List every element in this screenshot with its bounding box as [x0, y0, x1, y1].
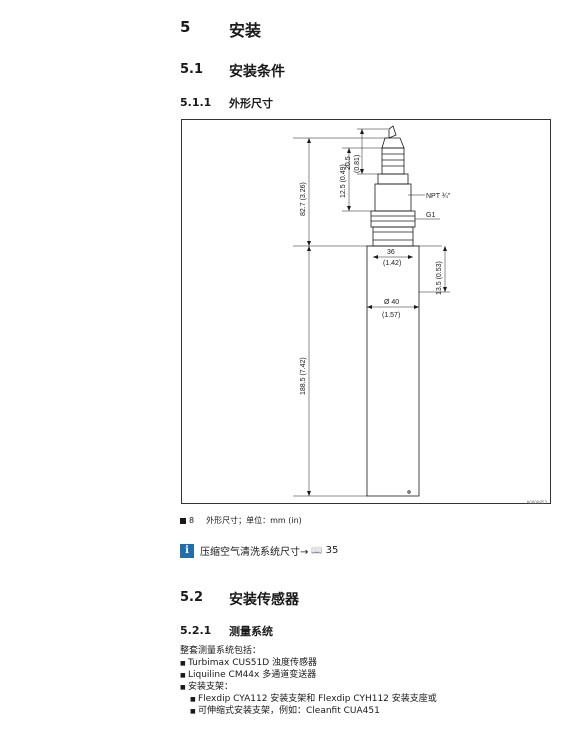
dim-tip-height: 20.5: [345, 156, 352, 170]
sub-list-item-text: 可伸缩式安装支架，例如：Cleanfit CUA451: [198, 706, 380, 716]
dim-body-diameter: Ø 40: [384, 299, 399, 306]
figure-number: 8: [189, 516, 195, 525]
sensor-body: [366, 245, 420, 497]
dim-tip-height-in: (0.81): [354, 155, 361, 173]
subsubsection-title-2: 测量系统: [229, 625, 273, 638]
list-item: Turbimax CUS51D 浊度传感器: [188, 655, 317, 668]
subsection-title-2: 安装传感器: [229, 592, 299, 608]
dim-flange-width: 36: [387, 249, 395, 256]
note-text: 压缩空气清洗系统尺寸→: [200, 547, 309, 558]
subsubsection-number: 5.1.1: [180, 96, 212, 109]
subsection-title: 安装条件: [229, 64, 285, 80]
dim-total-upper: 82.7 (3.26): [300, 182, 307, 216]
dim-body-length: 188.5 (7.42): [300, 357, 307, 395]
sensor-drawing-svg: 82.7 (3.26) 188.5 (7.42) 12.5 (0.49) 20.…: [293, 125, 451, 497]
figure-marker-icon: [180, 517, 186, 524]
dim-thread-g: G1: [426, 212, 435, 219]
subsubsection-number-2: 5.2.1: [180, 624, 212, 637]
sensor-neck: [381, 147, 405, 175]
sensor-cone: [381, 137, 405, 149]
sensor-upper-body: [374, 183, 412, 212]
dim-thread-npt: NPT ¾": [426, 193, 451, 200]
book-icon: 📖: [311, 545, 323, 556]
system-intro: 整套测量系统包括：: [180, 646, 262, 656]
list-item-text: Liquiline CM44x 多通道变送器: [188, 670, 316, 680]
figure-id: A0000853: [526, 500, 547, 505]
sub-list-item: 可伸缩式安装支架，例如：Cleanfit CUA451: [198, 703, 380, 716]
dim-flange-height: 13.5 (0.53): [436, 261, 443, 295]
dim-head-height: 12.5 (0.49): [340, 164, 347, 198]
sensor-flange: [372, 226, 414, 247]
figure-caption: 8 外形尺寸；单位：mm (in): [180, 515, 302, 526]
section-title: 安装: [229, 21, 262, 40]
subsection-number-2: 5.2: [180, 590, 204, 605]
list-item: Liquiline CM44x 多通道变送器: [188, 667, 316, 680]
dim-flange-width-in: (1.42): [383, 260, 401, 267]
info-icon: i: [180, 543, 194, 558]
list-item-text: 安装支架：: [188, 682, 233, 692]
sensor-thread: [370, 210, 416, 228]
dimension-drawing: 82.7 (3.26) 188.5 (7.42) 12.5 (0.49) 20.…: [181, 119, 551, 505]
sub-list-item: Flexdip CYA112 安装支架和 Flexdip CYH112 安装支座…: [198, 691, 437, 704]
subsection-number: 5.1: [180, 62, 204, 77]
section-number: 5: [180, 18, 191, 36]
note-page-link[interactable]: 35: [325, 545, 339, 556]
subsubsection-title: 外形尺寸: [229, 97, 273, 110]
dim-body-diameter-in: (1.57): [382, 312, 400, 319]
sensor-tip: [388, 125, 397, 139]
list-item-text: Turbimax CUS51D 浊度传感器: [188, 658, 317, 668]
list-item: 安装支架：: [188, 679, 233, 692]
figure-caption-text: 外形尺寸；单位：mm (in): [206, 516, 302, 525]
info-note: i 压缩空气清洗系统尺寸→ 📖 35: [180, 543, 338, 558]
sub-list-item-text: Flexdip CYA112 安装支架和 Flexdip CYH112 安装支座…: [198, 694, 437, 704]
sensor-shoulder: [377, 173, 409, 185]
